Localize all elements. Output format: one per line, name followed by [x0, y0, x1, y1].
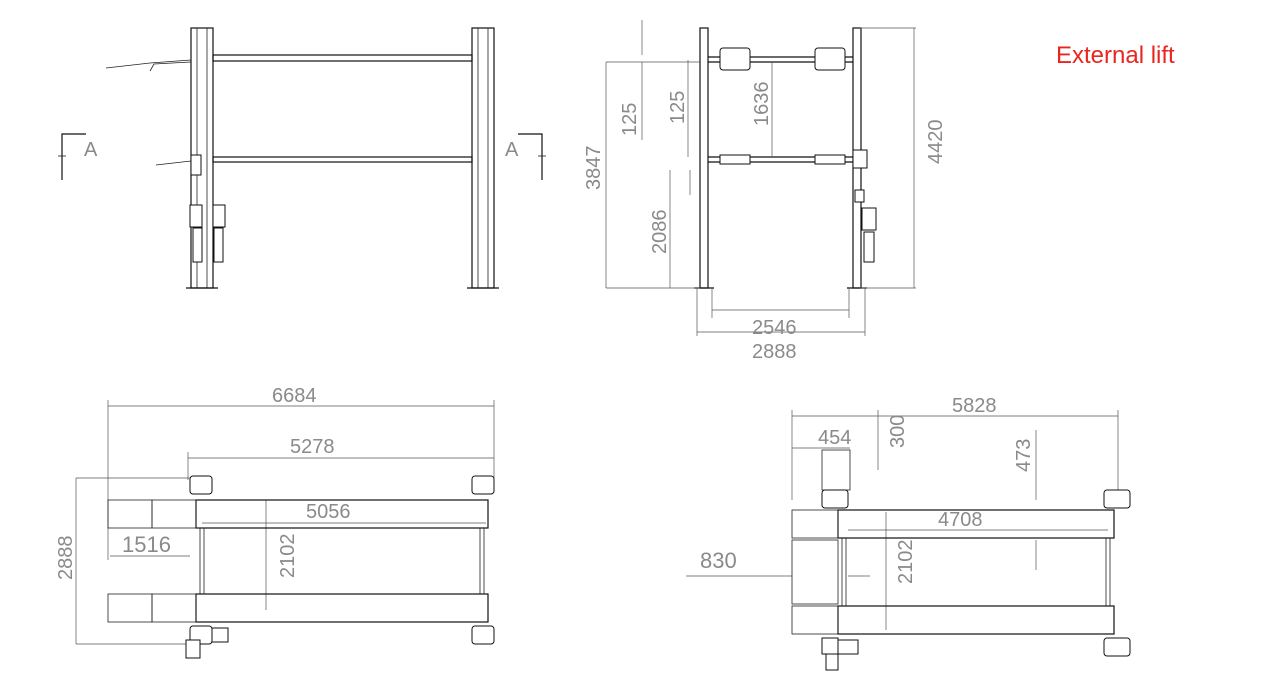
front-left-post	[699, 27, 709, 289]
dim-2102-right: 2102	[895, 540, 917, 585]
dim-830: 830	[700, 548, 737, 573]
runway-bottom	[195, 593, 489, 623]
dim-125-a: 125	[619, 103, 641, 136]
dim-4708: 4708	[938, 509, 983, 531]
dim-300: 300	[887, 415, 909, 448]
dim-2888-front: 2888	[752, 341, 797, 363]
right-column	[471, 27, 495, 289]
runway-bottom-right	[837, 605, 1115, 635]
section-mark-left: A	[84, 139, 98, 161]
dim-473: 473	[1013, 439, 1035, 472]
top-beam	[212, 54, 473, 62]
page-title: External lift	[1056, 42, 1175, 69]
dim-2102-left: 2102	[277, 534, 299, 579]
dim-2888-plan: 2888	[55, 536, 77, 581]
dim-5056: 5056	[306, 501, 351, 523]
dim-2546: 2546	[752, 317, 797, 339]
dim-3847: 3847	[583, 146, 605, 191]
dim-1636: 1636	[751, 82, 773, 127]
dim-2086: 2086	[649, 210, 671, 255]
dim-1516: 1516	[122, 532, 171, 557]
dim-5278: 5278	[290, 436, 335, 458]
front-elevation-view: 125 125 1636 3847 4420 2086 2546 2888	[583, 20, 947, 363]
section-mark-right: A	[505, 139, 519, 161]
side-elevation-view: A A	[58, 27, 546, 289]
platform-beam	[212, 156, 473, 163]
dim-5828: 5828	[952, 395, 997, 417]
dim-6684: 6684	[272, 385, 317, 407]
dim-4420: 4420	[925, 120, 947, 165]
dim-125-b: 125	[667, 91, 689, 124]
plan-view-right: 5828 454 300 473 4708 830 2102	[686, 395, 1131, 671]
dim-454: 454	[818, 427, 851, 449]
plan-view-left: 6684 5278 5056 1516 2102 2888	[55, 385, 495, 659]
